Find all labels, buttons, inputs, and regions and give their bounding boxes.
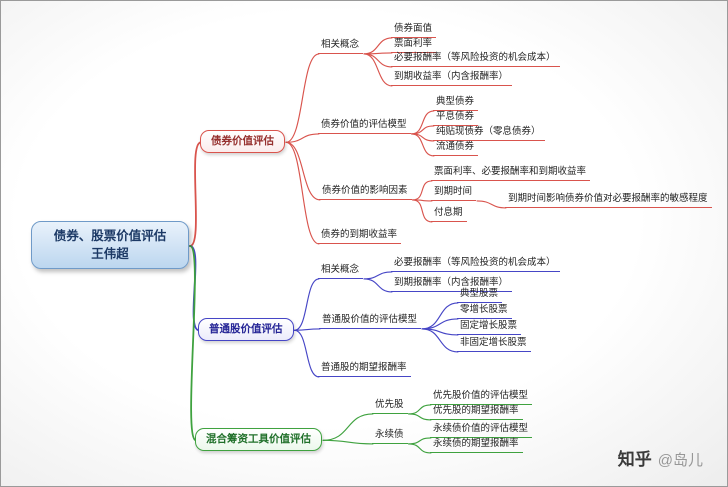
root-subtitle: 王伟超 (91, 247, 129, 261)
topic-zero-growth-stock[interactable]: 零增长股票 (457, 303, 512, 319)
topic-factor-rates[interactable]: 票面利率、必要报酬率和到期收益率 (431, 165, 591, 181)
topic-bond-value-factors[interactable]: 债券价值的影响因素 (319, 184, 412, 200)
topic-perpetual-bond-model[interactable]: 永续债价值的评估模型 (430, 422, 533, 438)
topic-maturity-sensitivity-note[interactable]: 到期时间影响债券价值对必要报酬率的敏感程度 (505, 192, 712, 208)
topic-bond-ytm[interactable]: 债券的到期收益率 (318, 228, 402, 244)
topic-stock-required-return[interactable]: 必要报酬率（等风险投资的机会成本） (391, 256, 560, 272)
root-title: 债券、股票价值评估 (53, 228, 167, 243)
zhihu-logo-text: 知乎 (617, 450, 652, 469)
topic-factor-maturity-time[interactable]: 到期时间 (431, 185, 477, 201)
topic-bond-valuation[interactable]: 债券价值评估 (200, 130, 285, 153)
topic-perpetual-bond[interactable]: 永续债 (372, 428, 408, 444)
zhihu-watermark: 知乎 @岛儿 (618, 445, 703, 470)
topic-bond-related-concepts[interactable]: 相关概念 (318, 38, 364, 54)
topic-nonconstant-growth-stock[interactable]: 非固定增长股票 (457, 336, 531, 352)
topic-typical-stock[interactable]: 典型股票 (457, 287, 503, 303)
topic-bond-required-return[interactable]: 必要报酬率（等风险投资的机会成本） (391, 51, 560, 67)
watermark-username: @岛儿 (657, 452, 703, 469)
topic-constant-growth-stock[interactable]: 固定增长股票 (457, 319, 522, 335)
topic-yield-to-maturity[interactable]: 到期收益率（内含报酬率） (391, 70, 513, 86)
topic-stock-valuation-models[interactable]: 普通股价值的评估模型 (319, 313, 422, 329)
topic-bond-face-value[interactable]: 债券面值 (391, 22, 437, 38)
topic-bond-valuation-models[interactable]: 债券价值的评估模型 (318, 118, 411, 134)
topic-coupon-rate[interactable]: 票面利率 (391, 37, 437, 53)
topic-common-stock-valuation[interactable]: 普通股价值评估 (198, 318, 294, 341)
topic-circulating-bond[interactable]: 流通债券 (433, 140, 479, 156)
topic-preferred-stock-model[interactable]: 优先股价值的评估模型 (430, 389, 533, 405)
topic-zero-coupon-bond[interactable]: 纯贴现债券（零息债券） (433, 125, 545, 141)
topic-typical-bond[interactable]: 典型债券 (433, 95, 479, 111)
topic-preferred-stock-expected-return[interactable]: 优先股的期望报酬率 (430, 404, 523, 420)
topic-preferred-stock[interactable]: 优先股 (372, 398, 408, 414)
topic-factor-payment-period[interactable]: 付息期 (431, 206, 467, 222)
topic-stock-maturity-return[interactable]: 到期报酬率（内含报酬率） (391, 276, 513, 292)
topic-stock-expected-return[interactable]: 普通股的期望报酬率 (318, 361, 411, 377)
root-topic-bond-stock-valuation[interactable]: 债券、股票价值评估 王伟超 (31, 221, 189, 269)
topic-level-coupon-bond[interactable]: 平息债券 (433, 110, 479, 126)
topic-hybrid-financing-valuation[interactable]: 混合筹资工具价值评估 (195, 428, 322, 451)
topic-perpetual-bond-expected-return[interactable]: 永续债的期望报酬率 (430, 437, 523, 453)
topic-stock-related-concepts[interactable]: 相关概念 (318, 263, 364, 279)
